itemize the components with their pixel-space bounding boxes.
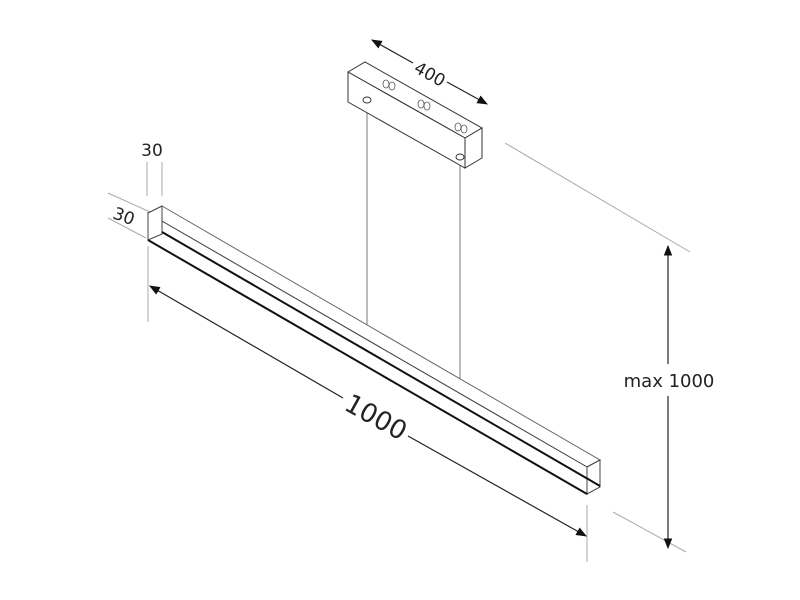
extension-lines bbox=[107, 142, 691, 562]
canopy-length-label: 400 bbox=[410, 58, 448, 91]
suspension-wires bbox=[366, 102, 461, 380]
dimension-arrows bbox=[149, 39, 673, 550]
ceiling-canopy bbox=[346, 61, 484, 169]
profile-height-label: 30 bbox=[141, 141, 163, 161]
bar-length-label: 1000 bbox=[339, 389, 411, 447]
suspension-height-label: max 1000 bbox=[624, 371, 715, 392]
canopy-vents bbox=[382, 79, 468, 134]
profile-width-label: 30 bbox=[110, 204, 137, 230]
wire-anchor bbox=[455, 153, 465, 161]
luminaire-bar bbox=[146, 205, 602, 495]
wire-anchor bbox=[362, 96, 372, 104]
